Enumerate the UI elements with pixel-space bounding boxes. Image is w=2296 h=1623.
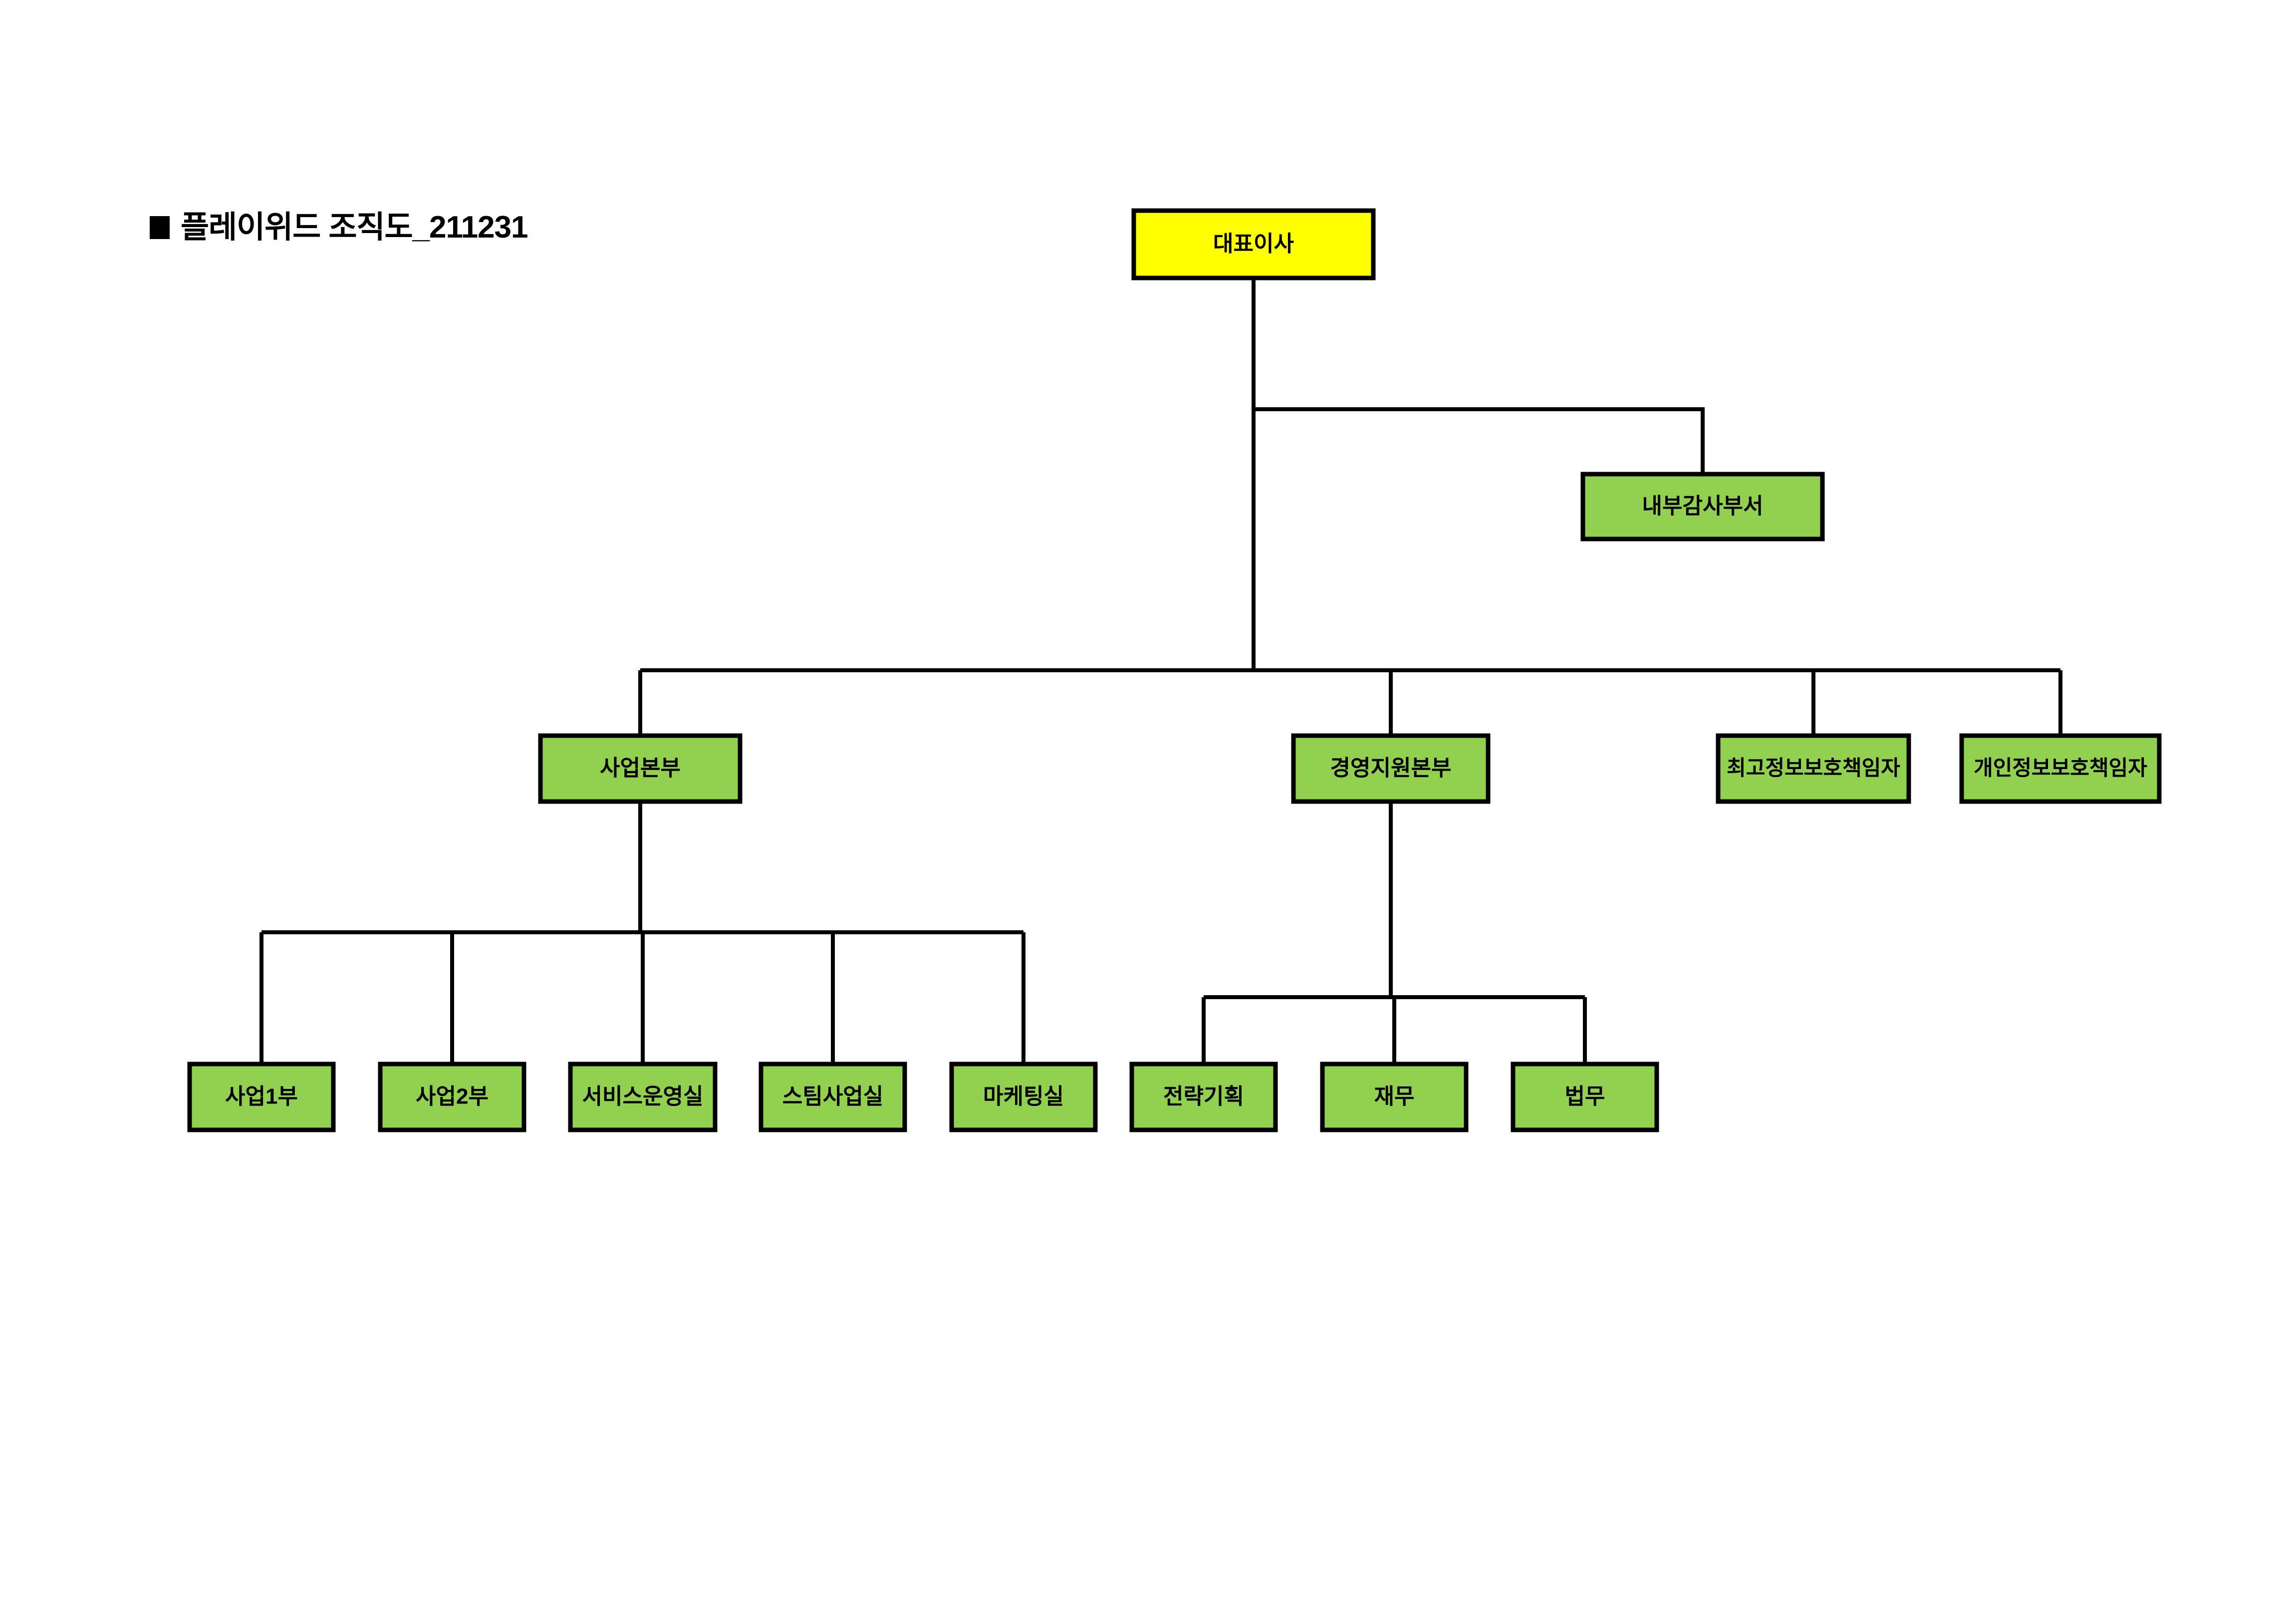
org-node-label-audit: 내부감사부서 (1642, 494, 1764, 519)
org-node-biz1[interactable]: 사업1부 (187, 1062, 336, 1132)
org-node-box-marketing[interactable] (949, 1062, 1098, 1132)
org-node-audit[interactable]: 내부감사부서 (1580, 472, 1825, 541)
org-node-steam[interactable]: 스팀사업실 (759, 1062, 907, 1132)
page-title: 플레이위드 조직도_211231 (181, 210, 528, 245)
org-node-box-finance[interactable] (1320, 1062, 1469, 1132)
chart-title-block: 플레이위드 조직도_211231 (150, 212, 528, 243)
connector-layer (259, 278, 2062, 1064)
org-node-label-steam: 스팀사업실 (782, 1084, 883, 1109)
org-node-label-ciso: 최고정보보호책임자 (1727, 756, 1900, 780)
org-node-biz[interactable]: 사업본부 (538, 733, 743, 804)
org-node-box-biz[interactable] (538, 733, 743, 804)
org-node-box-strategy[interactable] (1129, 1062, 1278, 1132)
org-node-label-marketing: 마케팅실 (983, 1084, 1064, 1109)
org-node-box-ceo[interactable] (1131, 208, 1376, 280)
org-node-marketing[interactable]: 마케팅실 (949, 1062, 1098, 1132)
org-node-label-cpo: 개인정보보호책임자 (1974, 756, 2147, 780)
org-node-finance[interactable]: 재무 (1320, 1062, 1469, 1132)
org-node-ciso[interactable]: 최고정보보호책임자 (1716, 733, 1911, 804)
org-node-ceo[interactable]: 대표이사 (1131, 208, 1376, 280)
org-node-label-strategy: 전략기획 (1163, 1084, 1244, 1109)
org-node-biz2[interactable]: 사업2부 (378, 1062, 526, 1132)
org-node-label-ceo: 대표이사 (1213, 232, 1294, 256)
title-bullet-icon (150, 216, 170, 239)
org-node-label-finance: 재무 (1374, 1084, 1415, 1109)
org-node-label-svcops: 서비스운영실 (582, 1084, 704, 1109)
org-node-legal[interactable]: 법무 (1511, 1062, 1659, 1132)
org-node-box-legal[interactable] (1511, 1062, 1659, 1132)
org-node-label-mgmt: 경영지원본부 (1330, 756, 1452, 781)
connector-ceo-to-audit (1254, 407, 1705, 474)
org-node-label-biz2: 사업2부 (416, 1084, 489, 1109)
org-node-svcops[interactable]: 서비스운영실 (568, 1062, 718, 1132)
org-node-box-ciso[interactable] (1716, 733, 1911, 804)
org-node-box-svcops[interactable] (568, 1062, 718, 1132)
org-node-box-cpo[interactable] (1959, 733, 2162, 804)
org-node-label-biz1: 사업1부 (225, 1084, 298, 1109)
org-node-box-biz1[interactable] (187, 1062, 336, 1132)
org-node-strategy[interactable]: 전략기획 (1129, 1062, 1278, 1132)
org-node-label-legal: 법무 (1565, 1084, 1605, 1109)
org-node-cpo[interactable]: 개인정보보호책임자 (1959, 733, 2162, 804)
org-node-box-audit[interactable] (1580, 472, 1825, 541)
org-node-box-mgmt[interactable] (1291, 733, 1491, 804)
org-node-label-biz: 사업본부 (600, 756, 681, 781)
org-node-mgmt[interactable]: 경영지원본부 (1291, 733, 1491, 804)
org-node-box-biz2[interactable] (378, 1062, 526, 1132)
org-node-box-steam[interactable] (759, 1062, 907, 1132)
